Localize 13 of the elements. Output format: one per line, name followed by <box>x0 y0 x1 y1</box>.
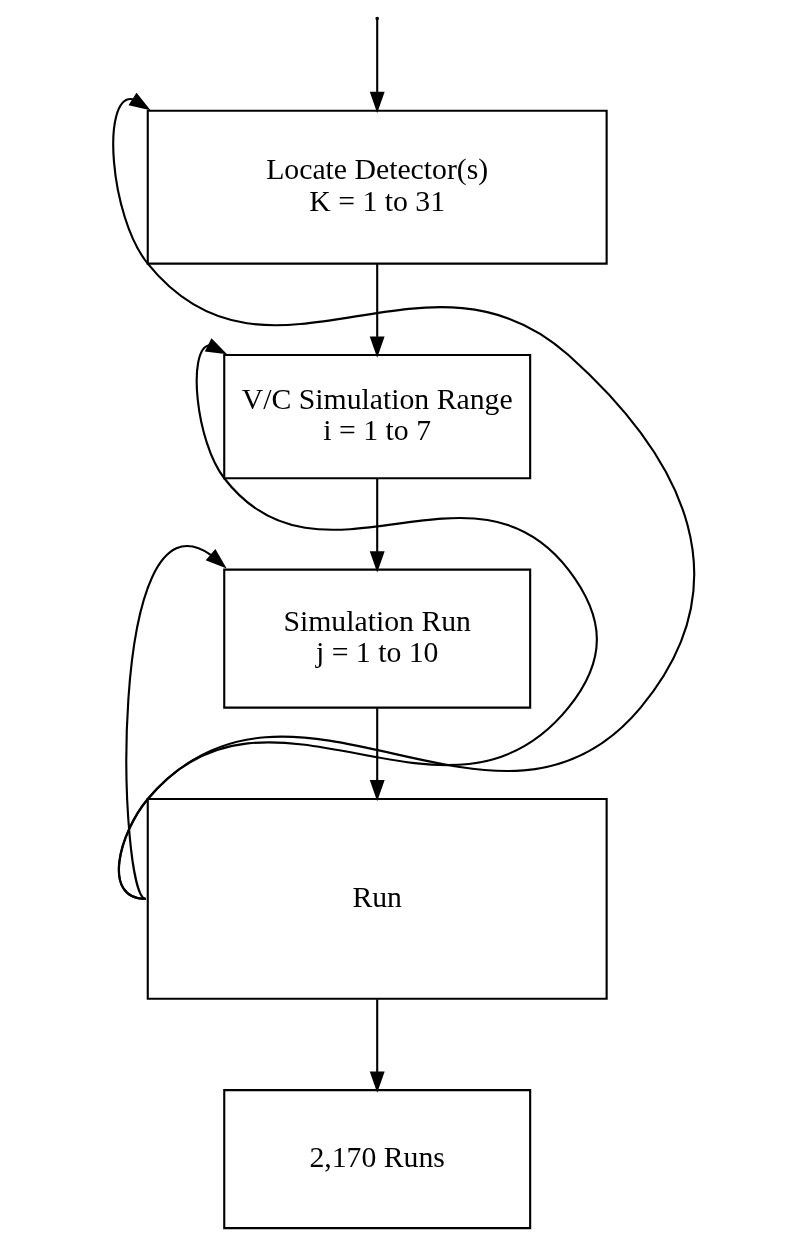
node-box: Simulation Run j = 1 to 10 <box>223 568 532 709</box>
arrow <box>118 337 598 900</box>
arrow <box>369 19 385 113</box>
arrow <box>369 707 385 801</box>
arrow <box>369 477 385 573</box>
arrow <box>369 998 385 1093</box>
node-box: 2,170 Runs <box>223 1088 532 1229</box>
arrow <box>112 92 695 900</box>
node-box: Run <box>146 797 608 1000</box>
arrow <box>369 263 385 358</box>
arrow <box>125 544 227 900</box>
node-box: Locate Detector(s) K = 1 to 31 <box>146 109 608 265</box>
node-box: V/C Simulation Range i = 1 to 7 <box>223 353 532 479</box>
